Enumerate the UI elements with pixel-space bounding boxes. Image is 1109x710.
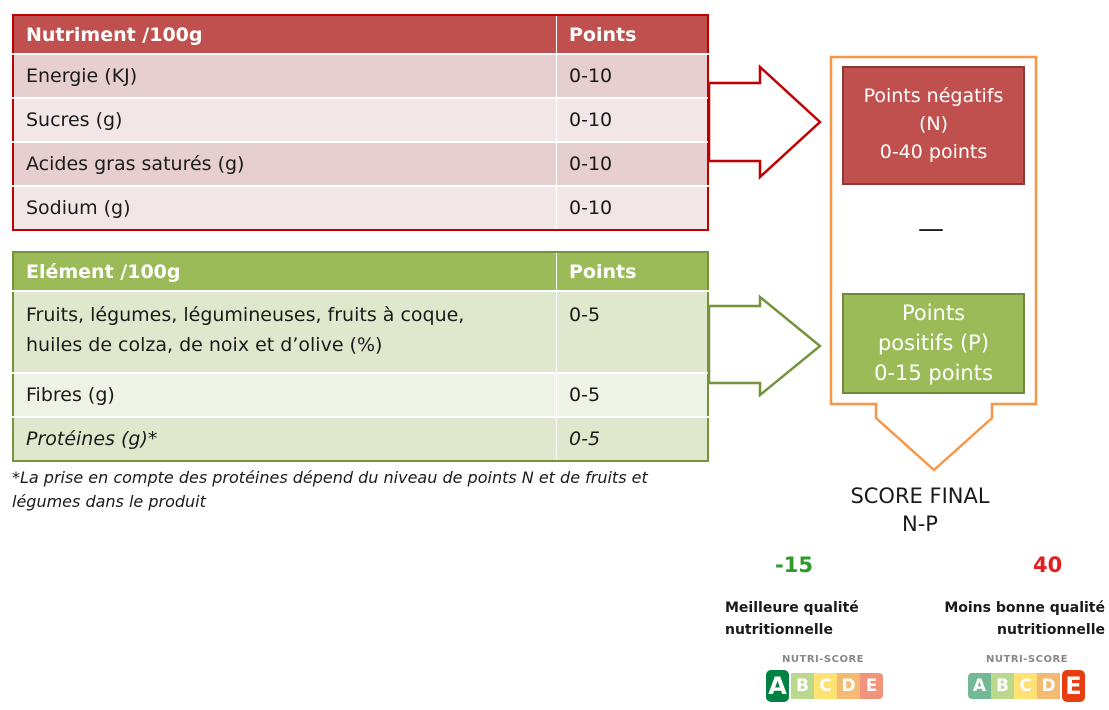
- table-row: Fruits, légumes, légumineuses, fruits à …: [13, 290, 708, 373]
- row-label: Energie (KJ): [13, 53, 557, 98]
- best-quality-line: Meilleure qualité: [725, 600, 859, 616]
- table-row: Sodium (g) 0-10: [13, 185, 708, 230]
- nutriscore-letter: A: [764, 668, 791, 704]
- nutriscore-letter: D: [1037, 673, 1060, 699]
- positive-elements-table: Elément /100g Points Fruits, légumes, lé…: [12, 251, 709, 462]
- nutriscore-letter: A: [968, 673, 991, 699]
- positive-box-line: Points: [901, 301, 966, 325]
- table-row: Protéines (g)* 0-5: [13, 416, 708, 461]
- worst-quality-label: Moins bonne qualité nutritionnelle: [944, 597, 1105, 641]
- table-header: Elément /100g Points: [13, 252, 708, 291]
- score-formula: N-P: [902, 512, 938, 536]
- nutriscore-scale: A B C D E: [968, 668, 1087, 704]
- nutriscore-logo-a: NUTRI-SCORE A B C D E: [762, 654, 884, 710]
- nutriscore-title: NUTRI-SCORE: [782, 654, 864, 665]
- table-row: Fibres (g) 0-5: [13, 372, 708, 417]
- worst-score-value: 40: [1033, 553, 1063, 577]
- row-label: Acides gras saturés (g): [13, 141, 557, 186]
- row-label: Protéines (g)*: [13, 416, 557, 461]
- header-points: Points: [556, 252, 708, 291]
- nutriscore-letter: D: [837, 673, 860, 699]
- nutriscore-title: NUTRI-SCORE: [986, 654, 1068, 665]
- row-label: Fruits, légumes, légumineuses, fruits à …: [13, 290, 557, 373]
- table-row: Energie (KJ) 0-10: [13, 53, 708, 98]
- negative-box-line: 0-40 points: [879, 141, 988, 163]
- nutriscore-letter: C: [814, 673, 837, 699]
- nutriscore-letter: B: [791, 673, 814, 699]
- positive-points-box: Points positifs (P) 0-15 points: [842, 293, 1025, 394]
- row-label: Sucres (g): [13, 97, 557, 142]
- negative-nutrients-table: Nutriment /100g Points Energie (KJ) 0-10…: [12, 14, 709, 231]
- best-quality-label: Meilleure qualité nutritionnelle: [725, 597, 859, 641]
- nutriscore-logo-e: NUTRI-SCORE A B C D E: [966, 654, 1088, 710]
- table-row: Sucres (g) 0-10: [13, 97, 708, 142]
- worst-quality-line: Moins bonne qualité: [944, 600, 1105, 616]
- nutriscore-letter: E: [1060, 668, 1087, 704]
- row-points: 0-10: [556, 141, 708, 186]
- nutriscore-letter: B: [991, 673, 1014, 699]
- row-label: Sodium (g): [13, 185, 557, 230]
- negative-box-line: (N): [918, 113, 949, 135]
- row-points: 0-10: [556, 97, 708, 142]
- negative-arrow: [707, 64, 822, 180]
- best-score-value: -15: [775, 553, 813, 577]
- nutriscore-scale: A B C D E: [764, 668, 883, 704]
- row-label: Fibres (g): [13, 372, 557, 417]
- score-title-text: SCORE FINAL: [850, 484, 990, 508]
- table-row: Acides gras saturés (g) 0-10: [13, 141, 708, 186]
- positive-box-line: positifs (P): [877, 331, 990, 355]
- row-points: 0-5: [556, 290, 708, 373]
- row-points: 0-5: [556, 372, 708, 417]
- footnote: *La prise en compte des protéines dépend…: [12, 468, 648, 511]
- worst-quality-line: nutritionnelle: [997, 622, 1105, 638]
- negative-points-box: Points négatifs (N) 0-40 points: [842, 66, 1025, 185]
- final-score-title: SCORE FINAL N-P: [830, 482, 1010, 538]
- negative-box-line: Points négatifs: [863, 85, 1004, 107]
- table-header: Nutriment /100g Points: [13, 15, 708, 54]
- nutriscore-letter: E: [860, 673, 883, 699]
- positive-arrow: [707, 294, 822, 398]
- positive-box-line: 0-15 points: [874, 361, 993, 385]
- row-points: 0-5: [556, 416, 708, 461]
- best-quality-line: nutritionnelle: [725, 622, 833, 638]
- row-points: 0-10: [556, 53, 708, 98]
- header-nutrient: Nutriment /100g: [13, 15, 557, 54]
- summary-flow-outline: [829, 55, 1038, 472]
- row-points: 0-10: [556, 185, 708, 230]
- header-points: Points: [556, 15, 708, 54]
- minus-sign: —: [918, 214, 944, 244]
- nutriscore-letter: C: [1014, 673, 1037, 699]
- header-element: Elément /100g: [13, 252, 557, 291]
